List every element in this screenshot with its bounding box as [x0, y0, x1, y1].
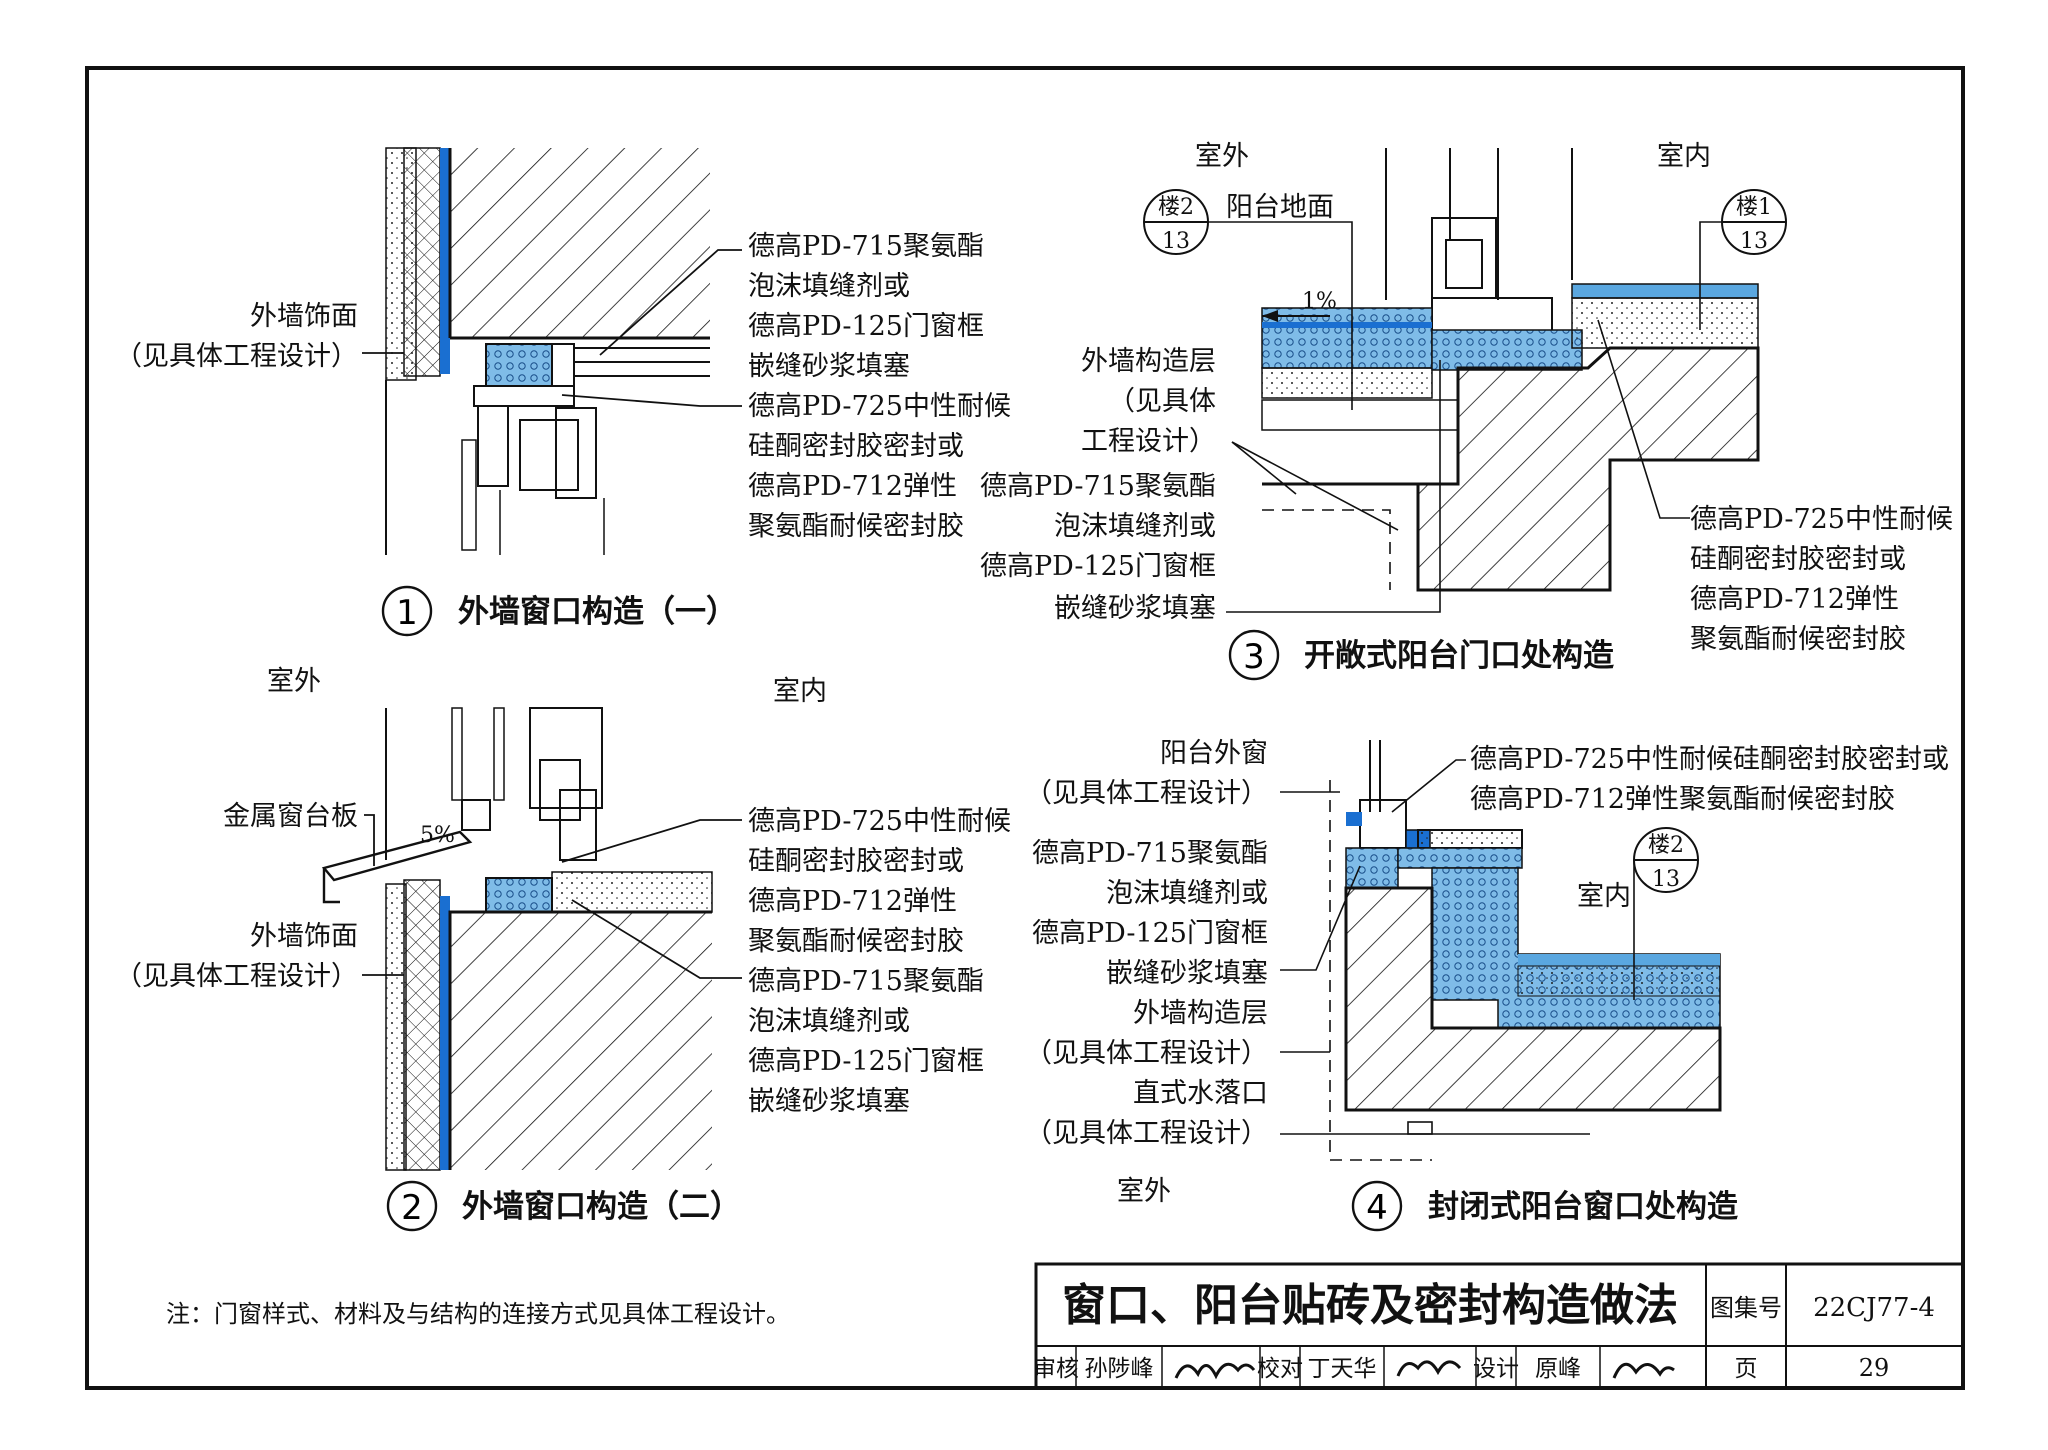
checker-signature [1396, 1360, 1462, 1377]
detail-1-drawing [362, 147, 742, 555]
detail-2-sill-label: 金属窗台板 [223, 801, 358, 832]
detail-4-label-3: 泡沫填缝剂或 [1106, 878, 1268, 909]
detail-4-label-5: 嵌缝砂浆填塞 [1106, 958, 1268, 989]
detail-2-outdoor: 室外 [267, 666, 321, 697]
titleblock-designer: 原峰 [1535, 1356, 1581, 1382]
detail-4-label-8: 直式水落口 [1133, 1078, 1268, 1109]
detail-3-indoor: 室内 [1657, 141, 1711, 172]
detail-3-label-0: 外墙构造层 [1081, 346, 1216, 377]
titleblock-atlas-no: 22CJ77-4 [1813, 1293, 1935, 1323]
titleblock-title: 窗口、阳台贴砖及密封构造做法 [1062, 1280, 1678, 1331]
detail-4-top-label-0: 德高PD-725中性耐候硅酮密封胶密封或 [1470, 744, 1949, 775]
detail-3-label-3: 德高PD-715聚氨酯 [980, 471, 1216, 502]
detail-1-label-6: 德高PD-712弹性 [748, 471, 957, 502]
detail-1-left-label-1: （见具体工程设计） [115, 341, 358, 372]
detail-3-right-labels: 德高PD-725中性耐候 硅酮密封胶密封或 德高PD-712弹性 聚氨酯耐候密封… [1690, 504, 1953, 655]
titleblock-atlas-label: 图集号 [1710, 1294, 1782, 1322]
detail-3-label-6: 嵌缝砂浆填塞 [1054, 593, 1216, 624]
titleblock-reviewer: 孙陟峰 [1085, 1356, 1154, 1382]
detail-4-title: 封闭式阳台窗口处构造 [1428, 1189, 1738, 1225]
detail-1-right-labels: 德高PD-715聚氨酯 泡沫填缝剂或 德高PD-125门窗框 嵌缝砂浆填塞 德高… [748, 231, 1011, 542]
svg-text:1: 1 [396, 593, 418, 633]
detail-4-top-label-1: 德高PD-712弹性聚氨酯耐候密封胶 [1470, 784, 1895, 815]
detail-3-label-1: （见具体 [1108, 386, 1216, 417]
titleblock-page-no: 29 [1859, 1354, 1890, 1382]
detail-1-label-1: 泡沫填缝剂或 [748, 271, 910, 302]
detail-2-slope: 5% [420, 823, 455, 848]
titleblock-design-label: 设计 [1473, 1356, 1519, 1382]
detail-4-ref-top: 楼2 [1648, 833, 1684, 858]
detail-4-label-1: （见具体工程设计） [1025, 778, 1268, 809]
detail-4-indoor: 室内 [1577, 881, 1631, 912]
detail-1-label-2: 德高PD-125门窗框 [748, 311, 984, 342]
detail-3-ref-left-top: 楼2 [1158, 195, 1194, 220]
detail-3-ref-left-bottom: 13 [1162, 229, 1190, 254]
detail-2-label-6: 德高PD-125门窗框 [748, 1046, 984, 1077]
detail-3-title: 开敞式阳台门口处构造 [1304, 638, 1614, 674]
detail-2-callout: 2 [386, 1180, 438, 1232]
detail-2-label-1: 硅酮密封胶密封或 [748, 846, 964, 877]
detail-4-label-2: 德高PD-715聚氨酯 [1032, 838, 1268, 869]
titleblock-check-label: 校对 [1257, 1356, 1303, 1382]
detail-3-rlabel-2: 德高PD-712弹性 [1690, 584, 1899, 615]
detail-2-label-4: 德高PD-715聚氨酯 [748, 966, 984, 997]
svg-text:3: 3 [1243, 637, 1265, 677]
title-block [1034, 1262, 1965, 1390]
detail-1-label-3: 嵌缝砂浆填塞 [748, 351, 910, 382]
detail-1-label-7: 聚氨酯耐候密封胶 [748, 511, 964, 542]
detail-1-label-0: 德高PD-715聚氨酯 [748, 231, 984, 262]
detail-4-callout: 4 [1351, 1180, 1403, 1232]
detail-1-title: 外墙窗口构造（一） [458, 594, 737, 630]
titleblock-checker: 丁天华 [1308, 1356, 1377, 1382]
detail-2-label-0: 德高PD-725中性耐候 [748, 806, 1011, 837]
detail-2-label-7: 嵌缝砂浆填塞 [748, 1086, 910, 1117]
detail-3-rlabel-1: 硅酮密封胶密封或 [1690, 544, 1906, 575]
detail-3-drawing [1143, 148, 1787, 613]
detail-4-label-4: 德高PD-125门窗框 [1032, 918, 1268, 949]
detail-1-left-label-0: 外墙饰面 [250, 301, 358, 332]
detail-4-ref-bottom: 13 [1652, 867, 1680, 892]
svg-text:2: 2 [401, 1188, 423, 1228]
detail-2-label-5: 泡沫填缝剂或 [748, 1006, 910, 1037]
detail-4-label-0: 阳台外窗 [1160, 738, 1268, 769]
detail-3-label-4: 泡沫填缝剂或 [1054, 511, 1216, 542]
detail-3-label-5: 德高PD-125门窗框 [980, 551, 1216, 582]
sheet-border [85, 66, 1965, 1390]
detail-4-drawing [1280, 740, 1722, 1161]
designer-signature [1612, 1362, 1675, 1379]
detail-3-ref-right-top: 楼1 [1736, 195, 1772, 220]
detail-3-callout: 3 [1228, 629, 1280, 681]
detail-2-left-label-1: （见具体工程设计） [115, 961, 358, 992]
detail-3-rlabel-3: 聚氨酯耐候密封胶 [1690, 624, 1906, 655]
titleblock-page-label: 页 [1735, 1356, 1758, 1382]
detail-3-outdoor: 室外 [1195, 141, 1249, 172]
detail-2-title: 外墙窗口构造（二） [462, 1189, 741, 1225]
detail-3-slope: 1% [1302, 289, 1337, 314]
detail-1-label-4: 德高PD-725中性耐候 [748, 391, 1011, 422]
detail-3-label-2: 工程设计） [1081, 426, 1216, 457]
detail-4-outdoor: 室外 [1117, 1176, 1171, 1207]
detail-3-ref-left-label: 阳台地面 [1226, 192, 1334, 223]
detail-2-indoor: 室内 [773, 676, 827, 707]
detail-1-callout: 1 [381, 585, 433, 637]
detail-3-ref-right-bottom: 13 [1740, 229, 1768, 254]
detail-2-right-labels: 德高PD-725中性耐候 硅酮密封胶密封或 德高PD-712弹性 聚氨酯耐候密封… [748, 806, 1011, 1117]
detail-4-top-labels: 德高PD-725中性耐候硅酮密封胶密封或 德高PD-712弹性聚氨酯耐候密封胶 [1470, 744, 1949, 815]
titleblock-review-label: 审核 [1033, 1356, 1079, 1382]
detail-4-label-7: （见具体工程设计） [1025, 1038, 1268, 1069]
svg-text:4: 4 [1366, 1188, 1388, 1228]
detail-2-drawing [321, 707, 742, 1171]
reviewer-signature [1174, 1362, 1256, 1380]
general-note: 注：门窗样式、材料及与结构的连接方式见具体工程设计。 [166, 1300, 790, 1328]
detail-3-left-labels: 外墙构造层 （见具体 工程设计） 德高PD-715聚氨酯 泡沫填缝剂或 德高PD… [980, 346, 1216, 624]
detail-2-label-2: 德高PD-712弹性 [748, 886, 957, 917]
detail-3-rlabel-0: 德高PD-725中性耐候 [1690, 504, 1953, 535]
detail-2-label-3: 聚氨酯耐候密封胶 [748, 926, 964, 957]
detail-4-left-labels: 阳台外窗 （见具体工程设计） 德高PD-715聚氨酯 泡沫填缝剂或 德高PD-1… [1025, 738, 1268, 1149]
detail-2-left-label-0: 外墙饰面 [250, 921, 358, 952]
detail-4-label-9: （见具体工程设计） [1025, 1118, 1268, 1149]
detail-1-label-5: 硅酮密封胶密封或 [748, 431, 964, 462]
detail-4-label-6: 外墙构造层 [1133, 998, 1268, 1029]
